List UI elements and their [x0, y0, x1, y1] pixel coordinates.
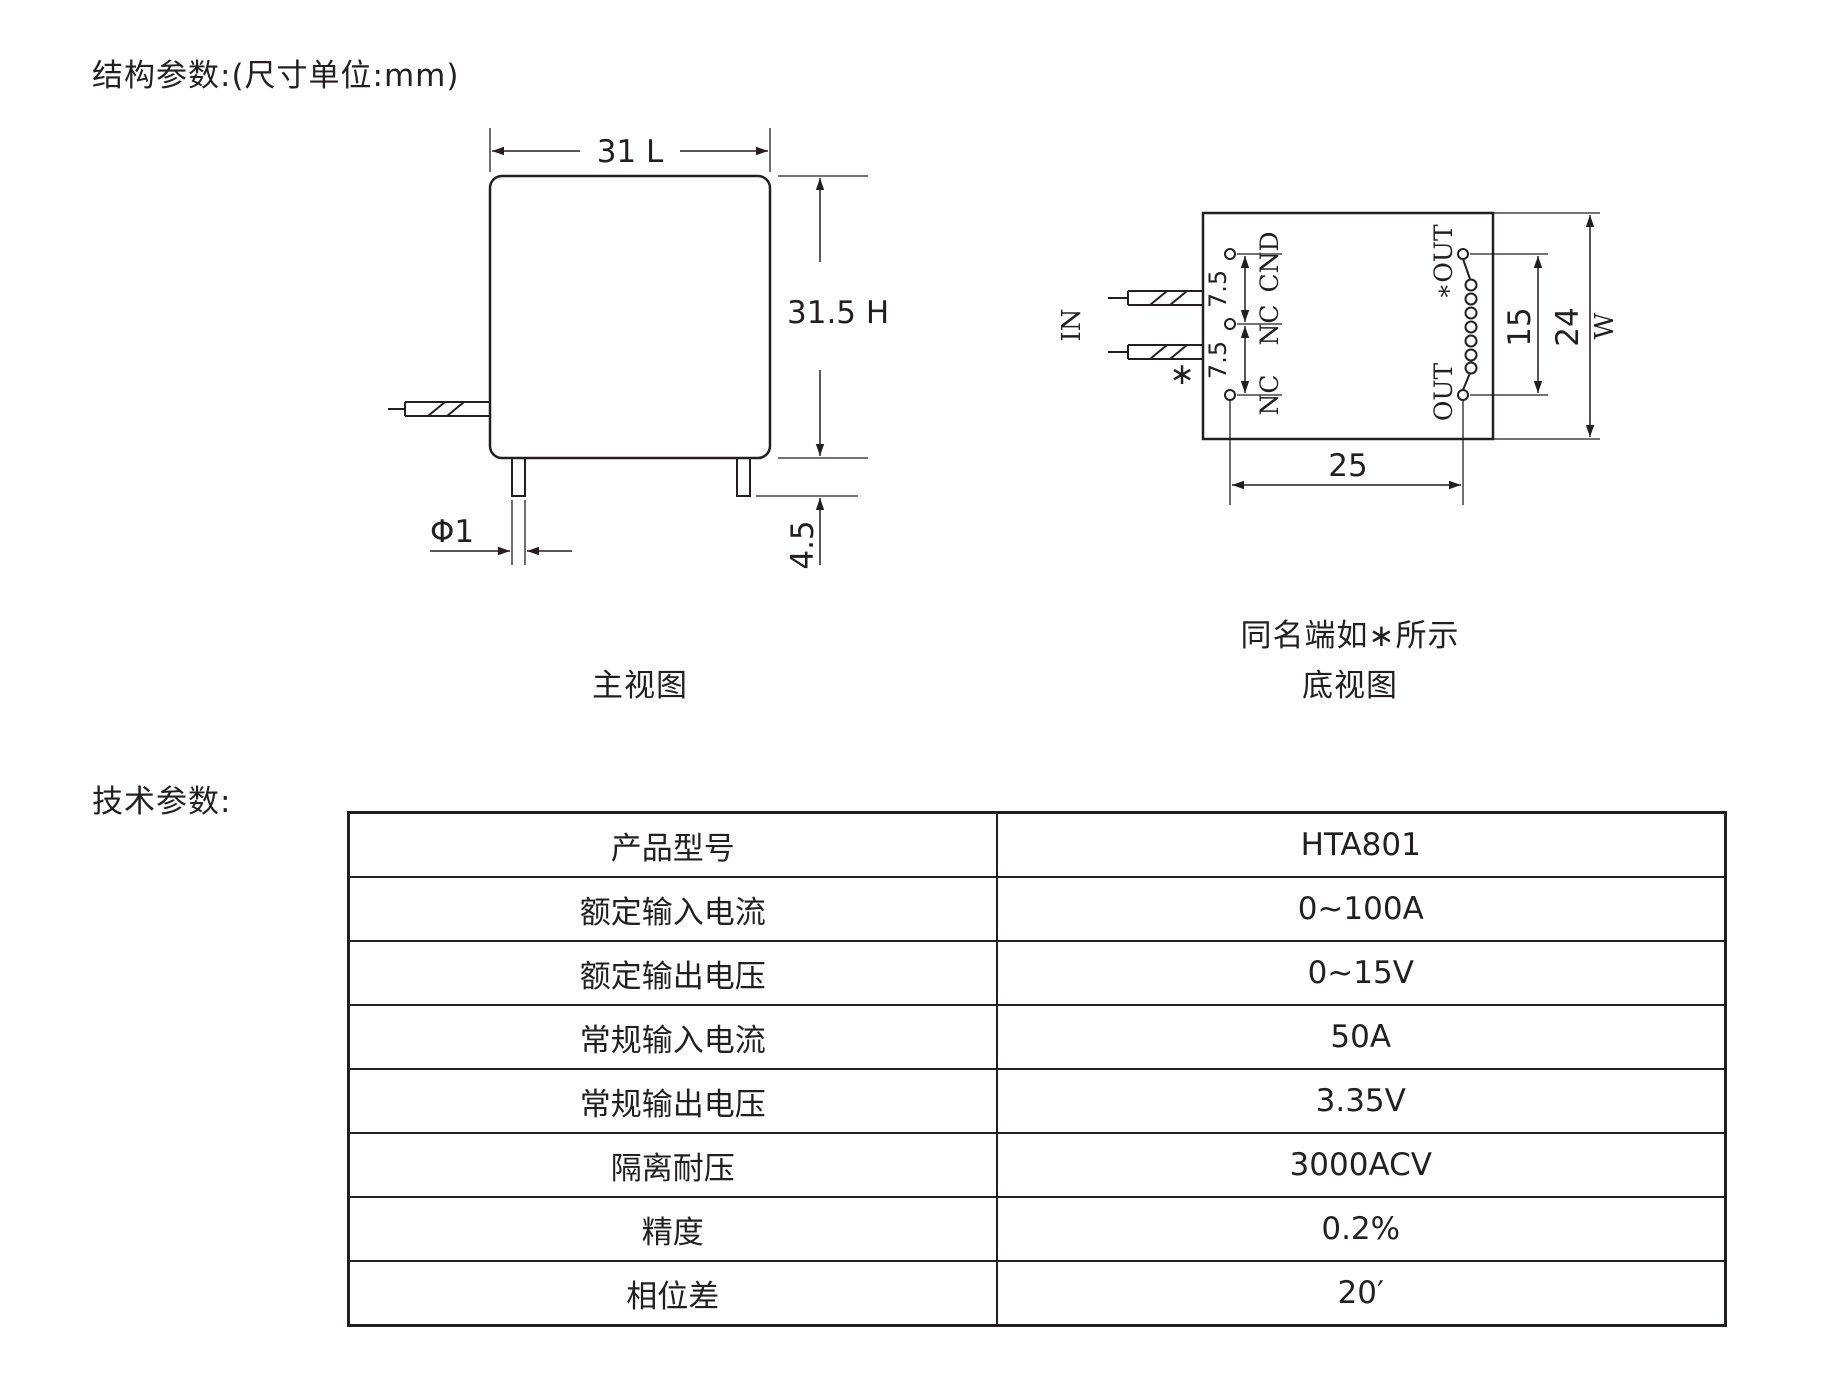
- value-cell: 20′: [995, 1260, 1727, 1327]
- pin-nc-bottom-label: NC: [1255, 374, 1284, 415]
- front-body-outline: [488, 174, 772, 460]
- bottom-body-outline: [1201, 211, 1495, 441]
- out-top-label: ∗OUT: [1429, 224, 1458, 300]
- value-cell: 50A: [995, 1004, 1727, 1070]
- bottom-input-wires: [1108, 290, 1203, 360]
- front-pin-left: [511, 457, 526, 497]
- table-row: 精度 0.2%: [347, 1196, 1727, 1262]
- front-height-label: 31.5 H: [787, 295, 889, 331]
- pitch-top-label: 7.5: [1204, 270, 1232, 308]
- front-extension-lines: [489, 128, 868, 565]
- param-cell: 相位差: [347, 1260, 998, 1327]
- param-cell: 产品型号: [347, 811, 998, 878]
- front-input-wire: [388, 401, 490, 417]
- bottom-right-pins-coil: [1457, 248, 1478, 401]
- param-cell: 额定输出电压: [347, 940, 998, 1006]
- table-row: 额定输入电流 0~100A: [347, 876, 1727, 942]
- value-cell: 0.2%: [995, 1196, 1727, 1262]
- table-row: 常规输入电流 50A: [347, 1004, 1727, 1070]
- front-dimension-lines: [430, 146, 825, 565]
- param-cell: 隔离耐压: [347, 1132, 998, 1198]
- bottom-extension-lines: [1229, 212, 1600, 505]
- value-cell: 0~100A: [995, 876, 1727, 942]
- table-row: 相位差 20′: [347, 1260, 1727, 1327]
- polarity-star-input: ∗: [1169, 357, 1194, 392]
- front-pin-right: [736, 457, 751, 497]
- dim-24-label: 24: [1550, 307, 1586, 346]
- dim-w-label: W: [1590, 312, 1620, 339]
- value-cell: 3000ACV: [995, 1132, 1727, 1198]
- polarity-note: 同名端如∗所示: [1240, 618, 1460, 654]
- value-cell: 3.35V: [995, 1068, 1727, 1134]
- pitch-bottom-label: 7.5: [1204, 341, 1232, 379]
- front-view-caption: 主视图: [592, 668, 688, 704]
- table-row: 隔离耐压 3000ACV: [347, 1132, 1727, 1198]
- pin-cnd-label: CND: [1255, 231, 1284, 292]
- param-cell: 额定输入电流: [347, 876, 998, 942]
- technical-heading: 技术参数:: [92, 784, 232, 820]
- in-label: IN: [1057, 308, 1087, 341]
- pin-nc-mid-label: NC: [1255, 304, 1284, 345]
- param-cell: 精度: [347, 1196, 998, 1262]
- table-row: 常规输出电压 3.35V: [347, 1068, 1727, 1134]
- front-pin-length-label: 4.5: [785, 520, 821, 569]
- table-row: 额定输出电压 0~15V: [347, 940, 1727, 1006]
- bottom-dimension-lines: [1232, 215, 1595, 490]
- value-cell: 0~15V: [995, 940, 1727, 1006]
- front-pin-diameter-label: Φ1: [430, 514, 474, 550]
- dim-25-label: 25: [1328, 448, 1367, 484]
- spec-table: 产品型号 HTA801 额定输入电流 0~100A 额定输出电压 0~15V 常…: [347, 811, 1727, 1327]
- front-view-drawing: [388, 128, 868, 565]
- value-cell: HTA801: [995, 811, 1727, 878]
- param-cell: 常规输出电压: [347, 1068, 998, 1134]
- structure-heading: 结构参数:(尺寸单位:mm): [92, 58, 460, 94]
- front-width-label: 31 L: [597, 134, 664, 170]
- out-bottom-label: OUT: [1429, 363, 1458, 422]
- dim-15-label: 15: [1502, 307, 1538, 346]
- bottom-view-caption: 底视图: [1302, 668, 1398, 704]
- table-row: 产品型号 HTA801: [347, 811, 1727, 878]
- param-cell: 常规输入电流: [347, 1004, 998, 1070]
- bottom-view-drawing: [1108, 211, 1600, 505]
